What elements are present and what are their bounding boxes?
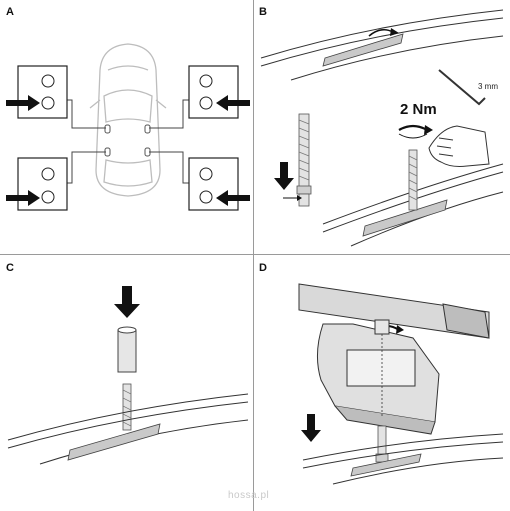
- leader-lines: [67, 99, 189, 184]
- position-boxes: [17, 65, 239, 211]
- watermark: hossa.pl: [228, 490, 270, 501]
- panel-d-assembly-diagram: [298, 283, 504, 485]
- roof-bar-icon: [298, 283, 490, 339]
- panel-divider-vertical: [253, 0, 254, 511]
- panel-d-label: D: [259, 262, 267, 274]
- bolt-icon: [296, 113, 312, 207]
- roof-mount-points: [104, 124, 151, 157]
- roof-foot-icon: [317, 319, 440, 435]
- hex-key-size-label: 3 mm: [478, 82, 498, 91]
- panel-b-assembly-diagram: [260, 9, 504, 247]
- hand-icon: [428, 125, 490, 167]
- spacer-sleeve-icon: [117, 326, 137, 373]
- stud-icon: [122, 383, 132, 431]
- hole-circles: [41, 74, 213, 204]
- torque-label: 2 Nm: [400, 101, 437, 118]
- panel-divider-horizontal: [0, 254, 510, 255]
- rotation-arrow-icon: [398, 124, 433, 139]
- down-arrow-icon: [274, 162, 294, 190]
- panel-b-label: B: [259, 6, 267, 18]
- roof-rail-top: [260, 9, 504, 81]
- fixpoint-icon: [67, 423, 161, 461]
- down-arrow-icon: [114, 286, 140, 318]
- hex-key-icon: [438, 69, 486, 106]
- installed-stud-icon: [408, 149, 418, 211]
- panel-a-car-diagram: [6, 43, 250, 211]
- fixpoint-top-icon: [322, 28, 404, 67]
- fixpoint-bottom-icon: [362, 199, 448, 237]
- roof-rail: [302, 433, 504, 485]
- car-top-view-icon: [89, 43, 167, 197]
- stud-icon: [375, 425, 389, 463]
- panel-c-label: C: [6, 262, 14, 274]
- down-arrow-icon: [301, 414, 321, 442]
- fixpoint-icon: [350, 453, 422, 477]
- panel-a-label: A: [6, 6, 14, 18]
- panel-c-assembly-diagram: [7, 286, 249, 465]
- position-arrows: [6, 95, 250, 206]
